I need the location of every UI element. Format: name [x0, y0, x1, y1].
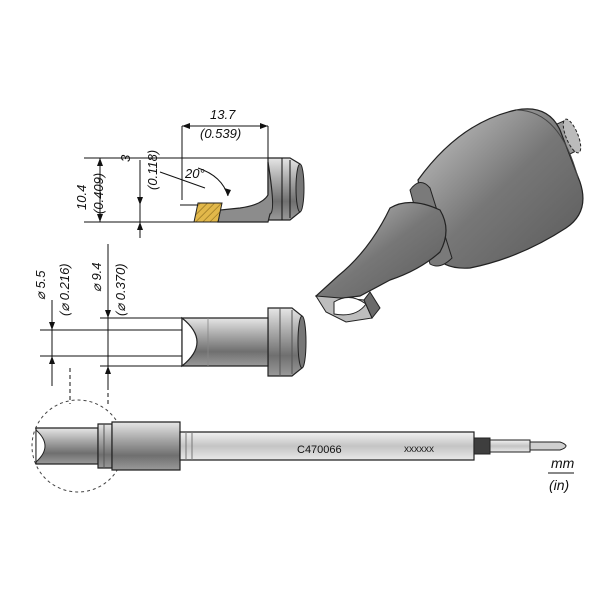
part-code-label: C470066: [297, 444, 342, 456]
side-view: 20° 13.7 (0.539) 10.4 (0.409) 3 (0.118): [74, 107, 305, 238]
unit-secondary-label: (in): [549, 477, 569, 493]
angle-label: 20°: [184, 166, 205, 181]
batch-code-label: xxxxxx: [404, 444, 434, 455]
length-in-label: (0.539): [200, 126, 241, 141]
outer-diameter-in-label: (⌀ 0.370): [113, 263, 128, 316]
units-legend: mm (in): [548, 455, 575, 493]
height-mm-label: 10.4: [74, 185, 89, 210]
height-in-label: (0.409): [91, 173, 106, 214]
plan-view: ⌀ 5.5 (⌀ 0.216) ⌀ 9.4 (⌀ 0.370): [33, 244, 307, 386]
length-mm-label: 13.7: [210, 107, 236, 122]
perspective-view: [314, 108, 584, 323]
inner-diameter-mm-label: ⌀ 5.5: [33, 270, 48, 300]
tip-thickness-mm-label: 3: [118, 154, 133, 162]
outer-diameter-mm-label: ⌀ 9.4: [89, 262, 104, 292]
unit-primary-label: mm: [551, 455, 575, 471]
inner-diameter-in-label: (⌀ 0.216): [57, 263, 72, 316]
full-length-view: C470066 xxxxxx: [31, 368, 567, 493]
tip-thickness-in-label: (0.118): [145, 150, 160, 190]
hatched-tip-face: [193, 202, 223, 223]
